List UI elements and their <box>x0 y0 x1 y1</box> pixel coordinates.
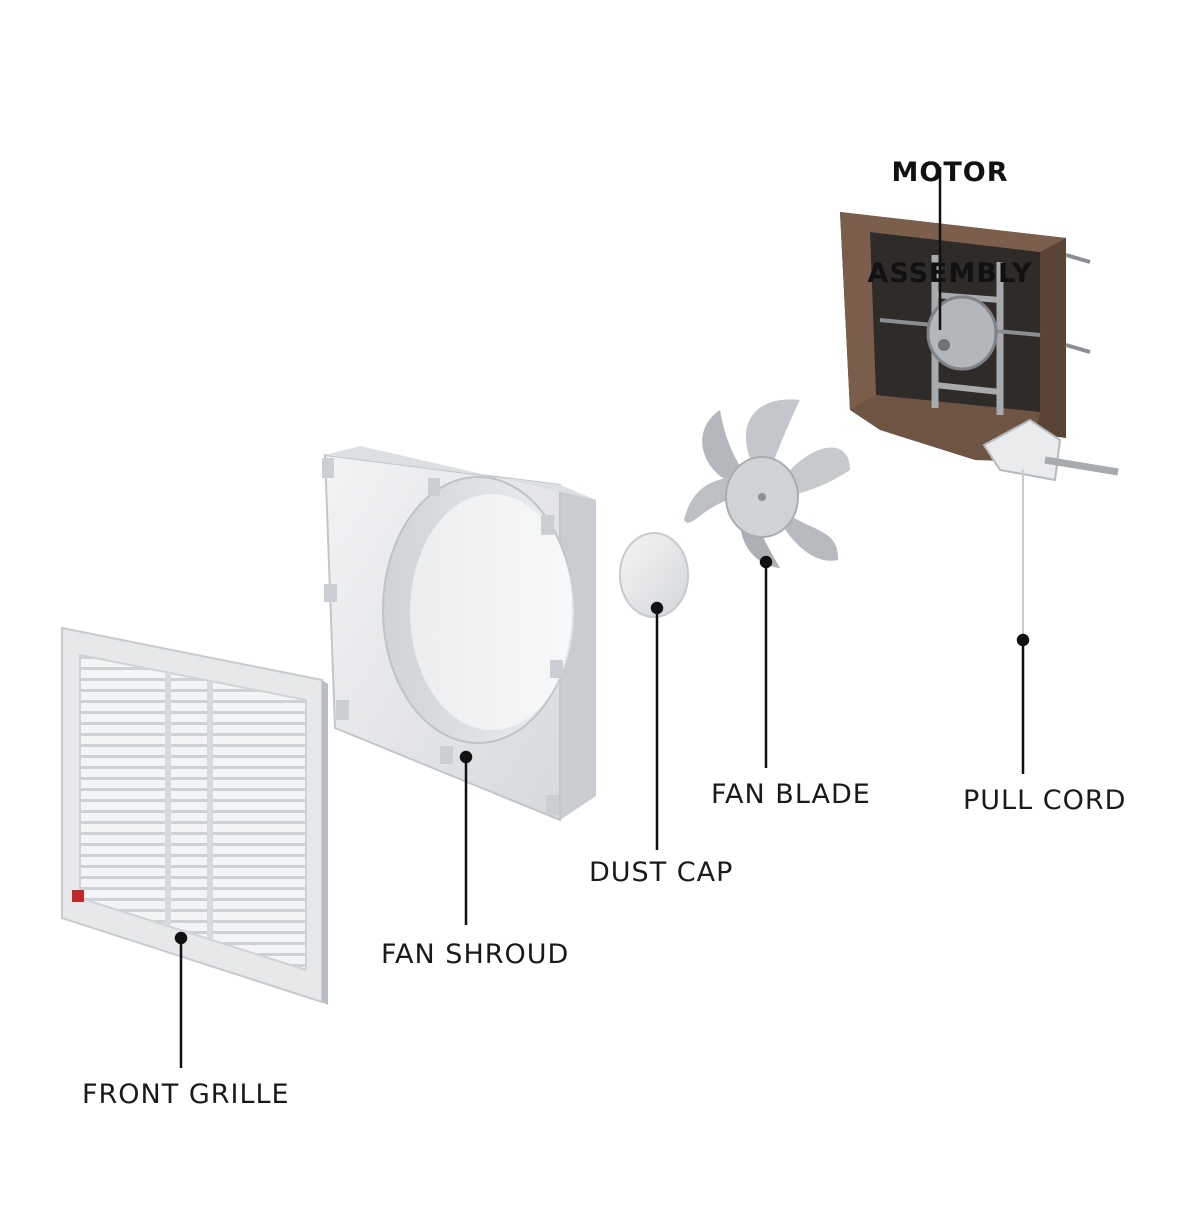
grille-louvers <box>79 653 307 972</box>
motor-bracket <box>934 382 1001 395</box>
shroud-tab <box>541 515 554 535</box>
pull-switch-lever <box>1044 456 1119 476</box>
leader-dust-cap-dot <box>650 601 664 615</box>
shroud-tab <box>550 660 563 678</box>
fan-blade-wing <box>745 399 800 470</box>
leader-front-grille-dot <box>174 931 188 945</box>
shroud-opening-rim <box>410 494 574 730</box>
shroud-tab <box>324 584 337 602</box>
motor-rod <box>1065 253 1091 264</box>
shroud-tab <box>322 458 334 478</box>
brand-badge-icon <box>72 890 84 902</box>
leader-pull-cord-dot <box>1016 633 1030 647</box>
fan-blade-wing <box>782 515 839 561</box>
fan-blade-wing <box>702 410 748 485</box>
label-pull-cord: PULL CORD <box>963 785 1127 816</box>
fan-shroud-part <box>322 446 596 822</box>
label-motor-line2: ASSEMBLY <box>867 257 1033 289</box>
leader-lines <box>174 167 1030 1068</box>
front-grille-part <box>61 626 328 1005</box>
label-fan-shroud: FAN SHROUD <box>381 939 570 970</box>
motor-assembly-part <box>840 212 1119 482</box>
fan-blade-wing <box>790 447 850 495</box>
dust-cap-part <box>619 532 689 618</box>
shroud-tab <box>428 478 440 496</box>
shroud-tab <box>440 746 453 764</box>
motor-rod <box>1065 343 1091 354</box>
label-dust-cap: DUST CAP <box>589 857 734 888</box>
motor-shaft <box>938 339 950 351</box>
shroud-tab <box>546 795 559 815</box>
fan-hub-screw <box>758 493 766 501</box>
grille-edge-shadow <box>322 680 328 1005</box>
fan-blade-wing <box>684 478 730 523</box>
dust-cap-disc <box>619 532 689 618</box>
label-motor-assembly: MOTOR ASSEMBLY <box>850 88 1050 358</box>
motor-frame-top <box>840 212 1066 252</box>
label-fan-blade: FAN BLADE <box>711 779 871 810</box>
motor-frame-left-side <box>840 212 876 410</box>
leader-fan-shroud-dot <box>459 750 473 764</box>
leader-fan-blade-dot <box>759 555 773 569</box>
motor-body <box>926 295 998 371</box>
shroud-top-edge <box>325 446 596 500</box>
label-motor-line1: MOTOR <box>891 156 1009 188</box>
label-front-grille: FRONT GRILLE <box>82 1079 290 1110</box>
shroud-tab <box>336 700 349 720</box>
fan-blade-part <box>684 399 850 568</box>
